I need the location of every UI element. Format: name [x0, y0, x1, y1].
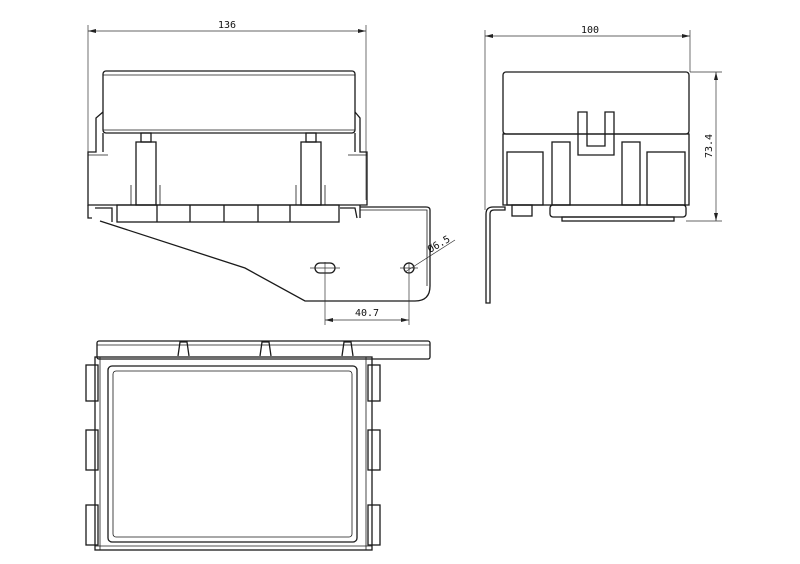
dimension-height: 73.4	[686, 71, 722, 222]
cover	[102, 70, 356, 134]
base-strip	[116, 204, 340, 223]
bottom-view	[85, 340, 431, 551]
housing-outline	[94, 356, 373, 551]
dimension-label-100: 100	[581, 25, 599, 36]
side-bracket	[485, 206, 506, 304]
dimension-front-width: 136	[87, 20, 367, 200]
display-window	[107, 365, 358, 543]
dimension-label-40-7: 40.7	[355, 308, 379, 319]
top-rail	[96, 340, 431, 360]
mounting-bracket	[99, 206, 431, 302]
dimension-hole-spacing: 40.7	[324, 262, 410, 325]
latch-tab	[577, 111, 615, 156]
front-view: 136	[87, 20, 456, 325]
dimension-side-width: 100	[484, 25, 691, 210]
dimension-label-136: 136	[218, 20, 236, 31]
dimension-label-73-4: 73.4	[704, 134, 715, 158]
side-view: 100 73.4	[484, 25, 722, 304]
